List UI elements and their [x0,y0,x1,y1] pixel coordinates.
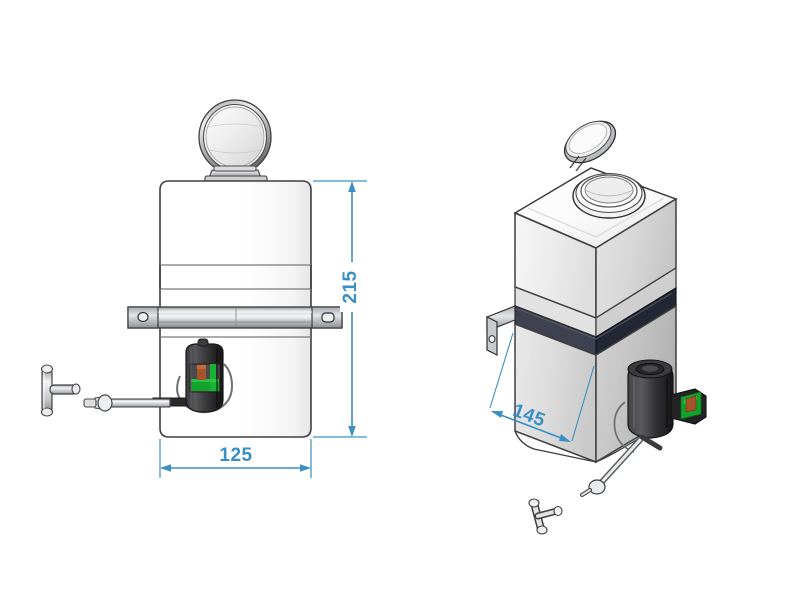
mounting-bracket [127,306,343,329]
dimension-label-215: 215 [340,270,361,303]
iso-filler-cap [563,120,617,172]
dimension-label-125: 125 [219,445,252,466]
iso-mounting-bracket [486,305,597,356]
iso-level-sensor [613,359,707,453]
iso-filler-neck [572,172,646,219]
dimension-depth-145: 145 [489,332,595,442]
dimension-width-125: 125 [159,439,312,478]
outlet-spigot [83,394,171,412]
sensor-pcb [191,364,219,391]
isometric-view: 145 [486,120,707,535]
iso-outlet-spigot [580,434,663,497]
tee-fitting [40,364,81,417]
iso-sensor-chip [685,395,697,413]
dimension-height-215: 215 [313,180,367,438]
front-elevation-view: 215 125 [40,99,367,478]
iso-tee-fitting [528,498,563,535]
iso-tank-step [514,266,677,339]
